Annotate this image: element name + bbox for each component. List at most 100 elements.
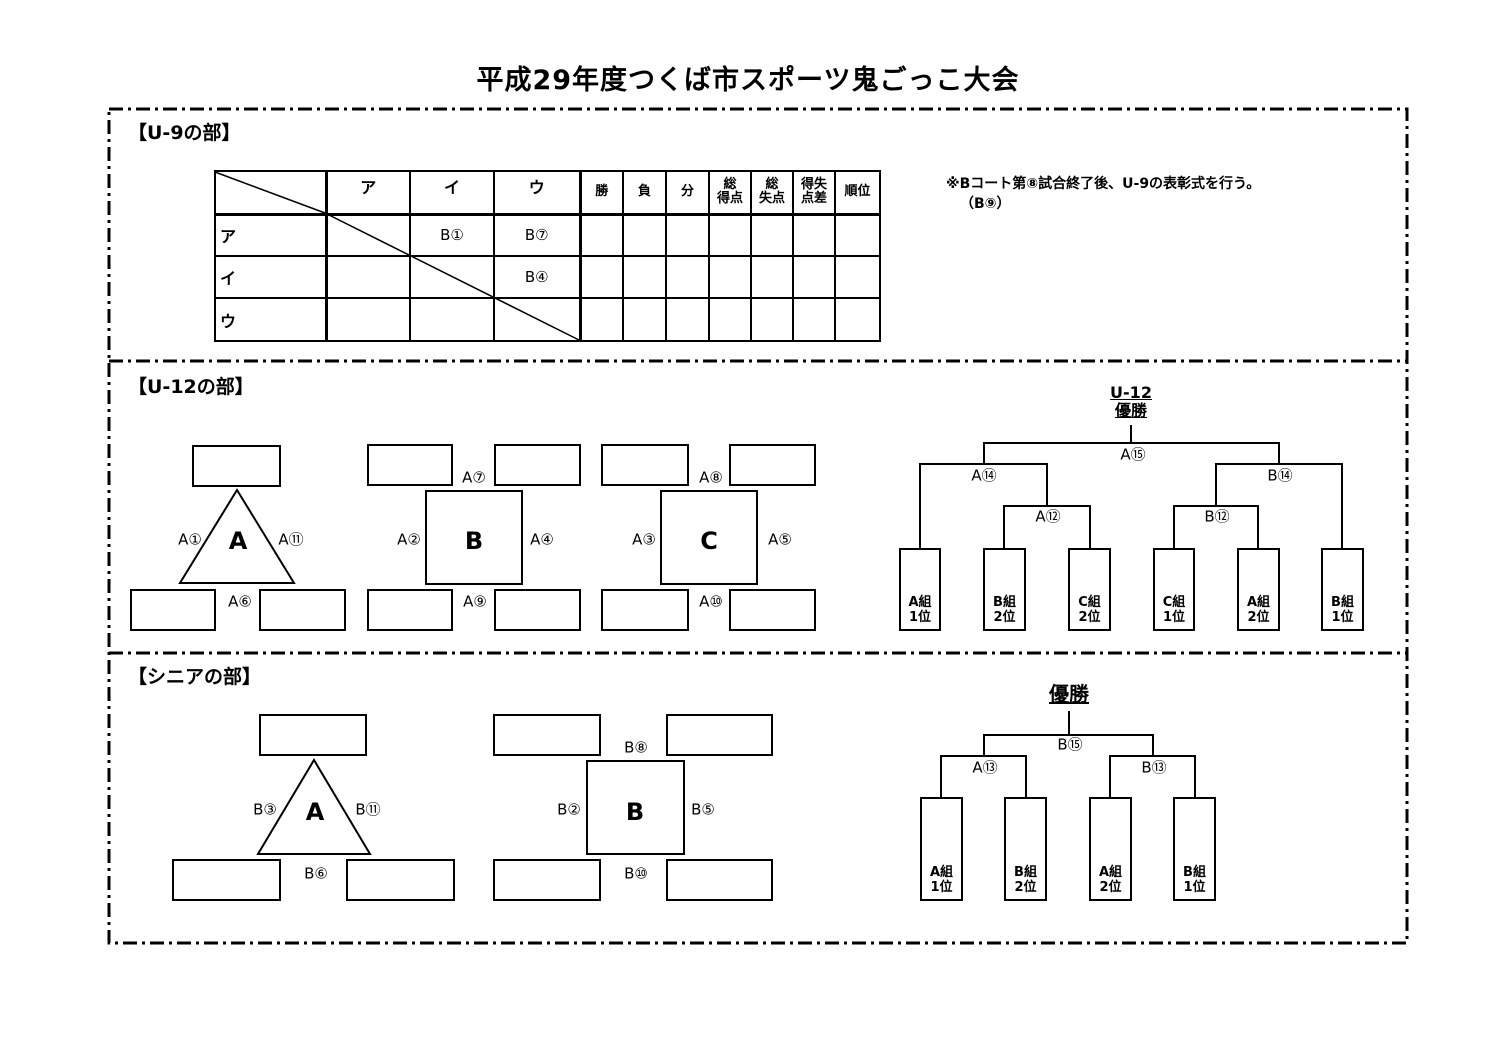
stat-header-win: 勝 (579, 170, 624, 216)
u12-b-match-right: A④ (530, 530, 554, 549)
stat-header-rank: 順位 (834, 170, 881, 216)
senior-a-team-box-bottom-left (172, 859, 281, 901)
senior-b-match-right: B⑤ (691, 800, 715, 819)
stat-header-points-against: 総 失点 (750, 170, 794, 216)
slot-rank: 2位 (993, 610, 1016, 626)
row-header-u: ウ (214, 297, 328, 342)
senior-a-match-bottom: B⑥ (304, 864, 328, 883)
slot-rank: 1位 (1183, 880, 1206, 896)
u12-a-match-right: A⑪ (278, 530, 304, 549)
col-header-u: ウ (493, 170, 582, 216)
u12-semi-left-match: A⑭ (971, 466, 997, 485)
cell-i-i (409, 255, 495, 299)
u12-group-b-square (425, 490, 523, 585)
u12-group-b-name: B (464, 527, 484, 555)
senior-semi-left-match: A⑬ (972, 758, 998, 777)
u12-qf-right-match: B⑫ (1204, 507, 1230, 526)
senior-a-match-right: B⑪ (355, 800, 381, 819)
u12-c-match-bottom: A⑩ (699, 592, 723, 611)
u12-a-team-box-bottom-right (259, 589, 346, 631)
stat-header-draw: 分 (665, 170, 710, 216)
senior-b-match-left: B② (557, 800, 581, 819)
slot-group: B組 (1014, 865, 1037, 881)
u12-group-a-name: A (228, 527, 248, 555)
senior-b-team-box-bottom-right (666, 859, 773, 901)
u12-group-c-name: C (700, 527, 718, 555)
col-header-i: イ (409, 170, 495, 216)
senior-a-team-box-top (259, 714, 367, 756)
u9-round-robin-table: ア イ ウ 勝 負 分 総 得点 総 失点 得失 点差 順位 ア B① B⑦ イ… (214, 170, 881, 342)
u12-semi-right-match: B⑭ (1267, 466, 1293, 485)
senior-group-b-square (586, 760, 685, 855)
slot-rank: 2位 (1099, 880, 1122, 896)
page-title: 平成29年度つくば市スポーツ鬼ごっこ大会 (476, 65, 1020, 96)
senior-group-a-name: A (305, 798, 325, 826)
u12-b-match-left: A② (397, 530, 421, 549)
col-header-a: ア (325, 170, 411, 216)
senior-final-match: B⑮ (1057, 735, 1083, 754)
slot-rank: 2位 (1014, 880, 1037, 896)
senior-b-match-top: B⑧ (624, 738, 648, 757)
u12-c-team-box-bottom-right (729, 589, 816, 631)
u12-c-match-left: A③ (632, 530, 656, 549)
note-line-1: ※Bコート第⑧試合終了後、U-9の表彰式を行う。 (946, 176, 1261, 192)
u12-c-team-box-bottom-left (601, 589, 689, 631)
slot-rank: 2位 (1078, 610, 1101, 626)
cell-u-u (493, 297, 582, 342)
slot-rank: 1位 (930, 880, 953, 896)
senior-b-team-box-top-right (666, 714, 773, 756)
cell-a-u: B⑦ (493, 213, 582, 257)
u12-b-team-box-top-right (494, 444, 581, 486)
u12-b-team-box-top-left (367, 444, 453, 486)
senior-champion-label: 優勝 (1049, 682, 1089, 706)
stat-header-points-for: 総 得点 (708, 170, 752, 216)
slot-group: C組 (1162, 595, 1186, 611)
u12-group-a-triangle (178, 488, 296, 584)
senior-a-team-box-bottom-right (346, 859, 455, 901)
stat-header-loss: 負 (622, 170, 667, 216)
slot-group: B組 (1183, 865, 1206, 881)
row-header-a: ア (214, 213, 328, 257)
note-line-2: （B⑨） (960, 196, 1011, 213)
u9-section-label: 【U-9の部】 (128, 122, 241, 144)
cell-i-a (325, 255, 411, 299)
cell-a-i: B① (409, 213, 495, 257)
u12-b-team-box-bottom-right (494, 589, 581, 631)
u12-c-match-top: A⑧ (699, 468, 723, 487)
u12-group-c-square (660, 490, 758, 585)
u12-c-team-box-top-right (729, 444, 816, 486)
senior-b-match-bottom: B⑩ (624, 864, 648, 883)
u12-champion-line-2: 優勝 (1114, 401, 1147, 421)
senior-b-team-box-top-left (493, 714, 601, 756)
u9-ceremony-note: ※Bコート第⑧試合終了後、U-9の表彰式を行う。 （B⑨） (946, 174, 1260, 215)
u12-b-team-box-bottom-left (367, 589, 453, 631)
u12-c-match-right: A⑤ (768, 530, 792, 549)
u12-section-label: 【U-12の部】 (128, 376, 254, 398)
u12-qf-left-match: A⑫ (1035, 507, 1061, 526)
u12-c-team-box-top-left (601, 444, 689, 486)
slot-group: B組 (1331, 595, 1354, 611)
slot-rank: 1位 (1331, 610, 1354, 626)
slot-group: A組 (929, 865, 954, 881)
slot-group: A組 (1098, 865, 1123, 881)
senior-group-b-name: B (625, 798, 645, 826)
u12-champion-line-1: U-12 (1110, 383, 1152, 402)
u12-champion-label: U-12 優勝 (1110, 383, 1152, 421)
cell-u-i (409, 297, 495, 342)
slot-rank: 2位 (1247, 610, 1270, 626)
senior-section-label: 【シニアの部】 (128, 666, 262, 688)
stat-header-point-diff: 得失 点差 (792, 170, 836, 216)
u12-b-match-top: A⑦ (462, 468, 486, 487)
slot-rank: 1位 (908, 610, 932, 626)
slot-group: B組 (993, 595, 1016, 611)
